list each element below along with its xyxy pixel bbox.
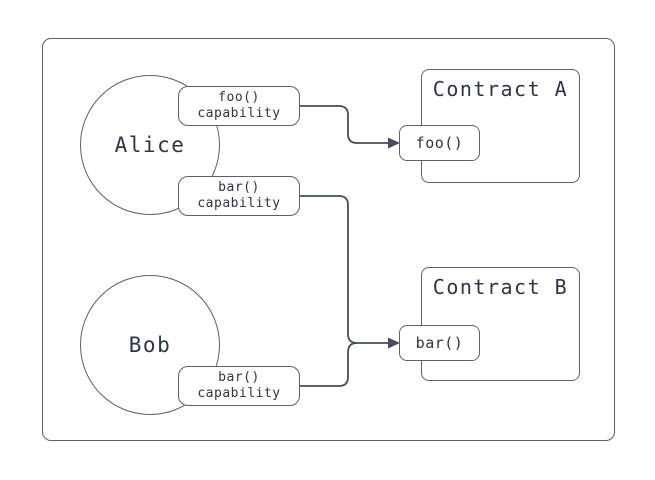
contract-b-box: Contract B — [421, 267, 580, 381]
function-badge-bar: bar() — [399, 325, 480, 361]
actor-label-bob: Bob — [128, 333, 172, 357]
function-badge-foo-label: foo() — [415, 134, 464, 152]
capability-badge-bar-alice: bar() capability — [178, 176, 300, 216]
actor-label-alice: Alice — [114, 133, 186, 157]
capability-badge-bar-bob-line1: bar() — [218, 370, 260, 385]
system-boundary-frame — [42, 38, 615, 441]
capability-badge-bar-alice-line1: bar() — [218, 180, 260, 195]
contract-b-title: Contract B — [432, 275, 569, 299]
contract-a-title: Contract A — [432, 77, 569, 101]
capability-badge-bar-bob: bar() capability — [178, 366, 300, 406]
capability-badge-foo-alice-line2: capability — [197, 106, 281, 121]
capability-badge-bar-alice-line2: capability — [197, 196, 281, 211]
capability-badge-foo-alice: foo() capability — [178, 86, 300, 126]
capability-badge-bar-bob-line2: capability — [197, 386, 281, 401]
function-badge-foo: foo() — [399, 125, 480, 161]
capability-badge-foo-alice-line1: foo() — [218, 90, 260, 105]
function-badge-bar-label: bar() — [415, 334, 464, 352]
